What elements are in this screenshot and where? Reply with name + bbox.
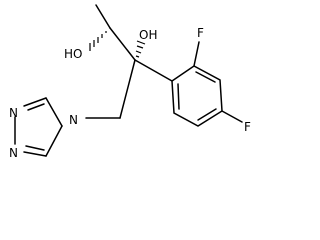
atom-label-triazole-n4: N (69, 113, 78, 127)
bond-c1-c2 (109, 27, 136, 61)
bond-methyl-c1 (95, 4, 111, 29)
molecule-diagram: HO OH F F N N N (9, 4, 251, 160)
atom-label-oh: OH (139, 28, 157, 42)
atom-label-f-bottom: F (244, 120, 251, 134)
structure-canvas: HO OH F F N N N (9, 4, 251, 160)
benzene-ring (171, 65, 223, 127)
triazole-c5-n1-double (27, 103, 45, 111)
benzene-double-bond-2 (197, 108, 217, 121)
hashed-wedge-c2-oh (135, 40, 146, 58)
benzene-double-bond-3 (177, 83, 180, 110)
triazole-n4-c5 (45, 97, 63, 127)
bond-ring-f-top (193, 41, 200, 67)
atom-label-triazole-n2: N (9, 146, 18, 160)
bond-ring-f-bottom (221, 110, 243, 123)
benzene-double-bond-1 (195, 71, 216, 83)
triazole-c3-n4 (45, 125, 63, 157)
triazole-n2-c3 (23, 151, 47, 157)
atom-label-triazole-n1: N (9, 106, 18, 120)
bond-c2-ring (134, 59, 173, 82)
atom-label-ho: HO (64, 47, 82, 61)
atom-label-f-top: F (197, 26, 204, 40)
bond-c2-ch2 (119, 59, 136, 119)
triazole-c5-n1 (23, 97, 47, 107)
hashed-wedge-c1-oh (89, 31, 107, 51)
triazole-n2-c3-double (25, 145, 45, 151)
